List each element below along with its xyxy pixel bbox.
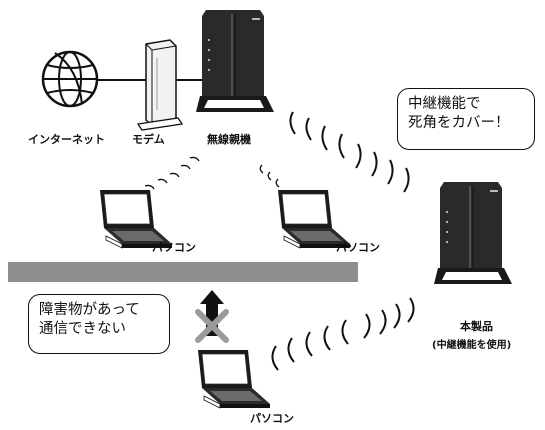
- repeater-callout: 中継機能で 死角をカバー！: [397, 88, 535, 150]
- pc-left-label: パソコン: [152, 241, 196, 254]
- pc-middle-label: パソコン: [336, 241, 380, 254]
- wireless-signal-waves: [271, 297, 415, 371]
- obstacle-callout-line2: 通信できない: [39, 321, 126, 337]
- router-icon: [433, 181, 513, 285]
- modem-label: モデム: [132, 133, 165, 146]
- main-router-label: 無線親機: [207, 133, 251, 146]
- router-icon: [195, 9, 275, 113]
- obstacle-callout: 障害物があって 通信できない: [28, 294, 170, 354]
- product-label: 本製品: [460, 320, 493, 333]
- wireless-signal-waves: [144, 156, 200, 190]
- wireless-signal-waves: [289, 111, 410, 193]
- repeater-callout-line1: 中継機能で: [408, 96, 481, 112]
- wireless-signal-waves: [259, 164, 280, 188]
- pc-bottom-label: パソコン: [250, 412, 294, 425]
- repeater-callout-line2: 死角をカバー！: [408, 115, 510, 131]
- product-mode-label: (中継機能を使用): [432, 340, 512, 351]
- obstacle-wall: [8, 262, 358, 282]
- internet-label: インターネット: [28, 133, 105, 146]
- obstacle-callout-line1: 障害物があって: [39, 302, 140, 318]
- globe-icon: [41, 50, 99, 108]
- modem-icon: [136, 39, 184, 131]
- blocked-arrow-icon: [195, 290, 229, 343]
- laptop-icon: [197, 349, 271, 409]
